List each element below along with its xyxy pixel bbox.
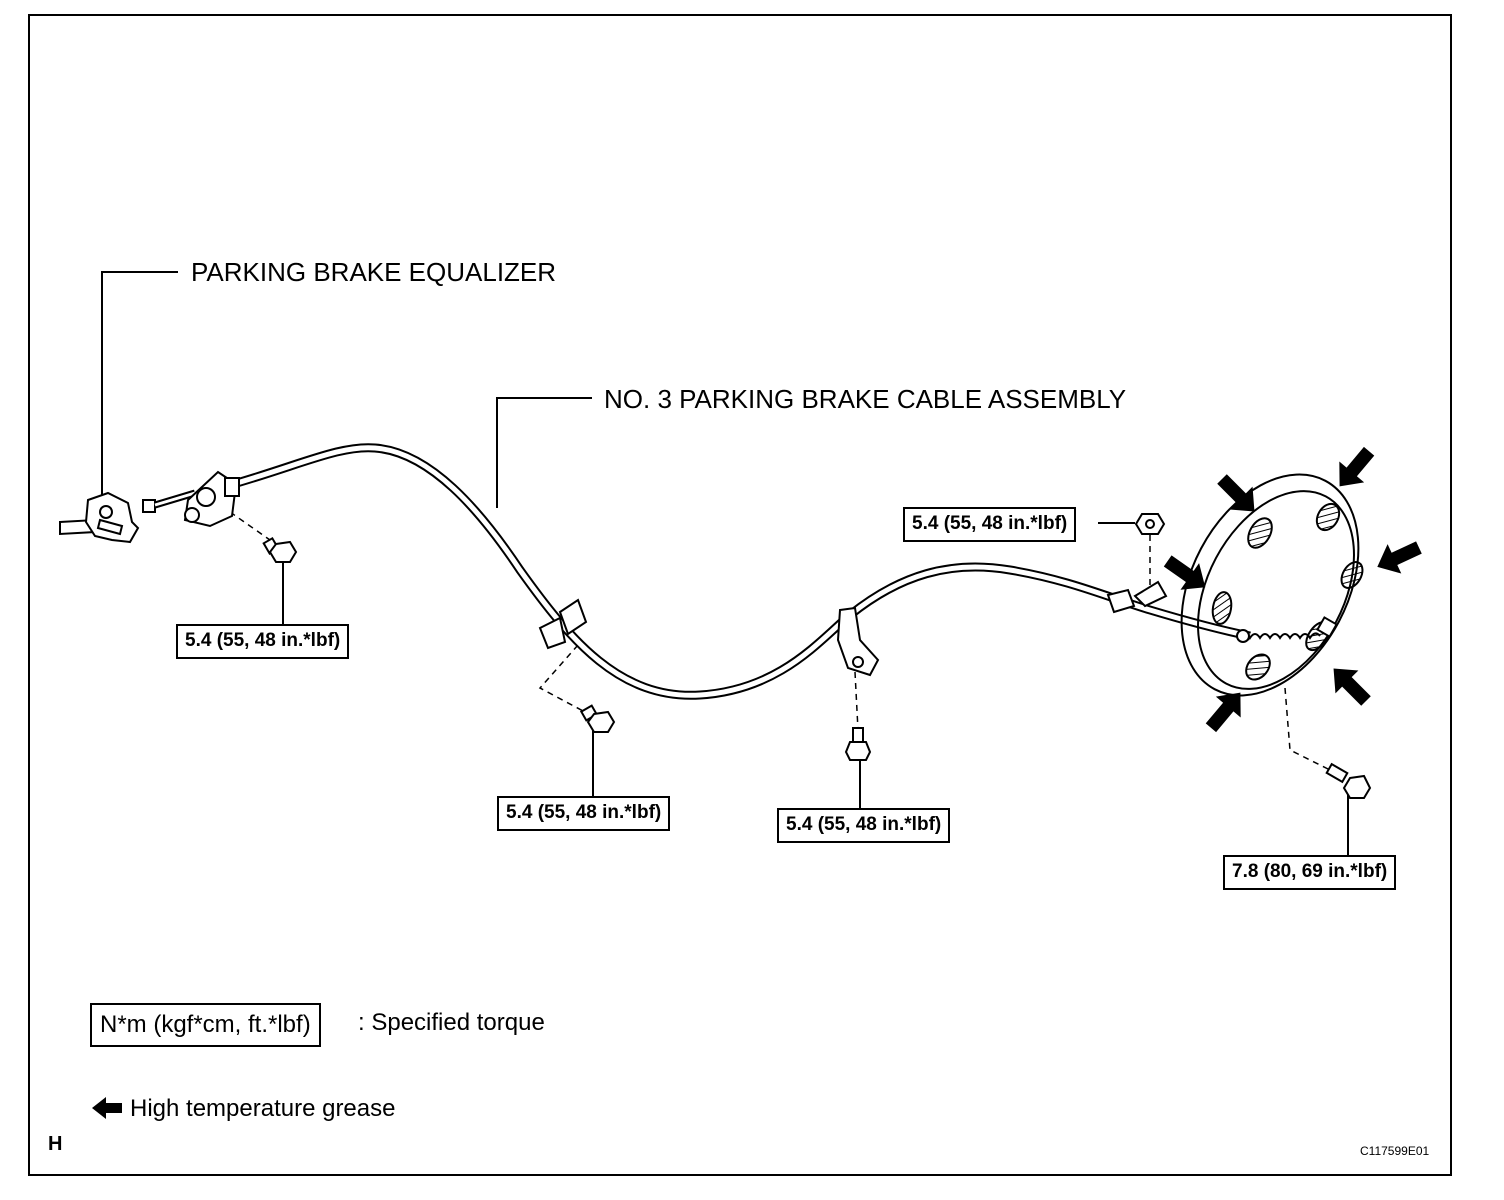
grease-arrows bbox=[1163, 446, 1422, 733]
equalizer-label: PARKING BRAKE EQUALIZER bbox=[191, 257, 557, 287]
grease-point bbox=[1245, 653, 1271, 681]
arrow-icon bbox=[1163, 555, 1206, 590]
dashed-install-lines bbox=[229, 511, 1331, 771]
bolts bbox=[262, 513, 1372, 799]
mid-left-bolt bbox=[579, 704, 616, 733]
diagram-frame bbox=[28, 14, 1452, 1176]
arrow-icon bbox=[1377, 541, 1422, 574]
arrow-icon bbox=[1333, 668, 1371, 706]
equalizer-part bbox=[59, 491, 156, 544]
cable-end-bracket bbox=[183, 470, 240, 528]
grease-point bbox=[1315, 502, 1341, 532]
cable-label: NO. 3 PARKING BRAKE CABLE ASSEMBLY bbox=[604, 384, 1127, 414]
grease-point bbox=[1247, 517, 1273, 549]
left-bolt bbox=[262, 536, 298, 563]
legend-arrow-left-icon bbox=[92, 1097, 122, 1119]
return-spring bbox=[1239, 632, 1321, 640]
torque-box-plate-bolt: 7.8 (80, 69 in.*lbf) bbox=[1223, 855, 1397, 890]
torque-unit-legend-box: N*m (kgf*cm, ft.*lbf) bbox=[90, 1003, 321, 1048]
top-nut bbox=[1134, 513, 1166, 535]
torque-box-mid-left-bolt: 5.4 (55, 48 in.*lbf) bbox=[497, 796, 671, 831]
torque-box-top-nut: 5.4 (55, 48 in.*lbf) bbox=[903, 507, 1077, 542]
arrow-icon bbox=[1217, 474, 1255, 512]
cable-clamps bbox=[538, 580, 1168, 677]
arrow-icon bbox=[1205, 692, 1241, 733]
torque-unit-legend-text: : Specified torque bbox=[358, 1009, 545, 1036]
corner-letter: H bbox=[48, 1133, 63, 1155]
torque-box-mid-right-bolt: 5.4 (55, 48 in.*lbf) bbox=[777, 808, 951, 843]
torque-box-left-bolt: 5.4 (55, 48 in.*lbf) bbox=[176, 624, 350, 659]
leader-lines bbox=[101, 271, 1349, 855]
cable-leader bbox=[496, 397, 592, 508]
arrow-icon bbox=[1339, 446, 1375, 487]
grease-legend-text: High temperature grease bbox=[130, 1095, 396, 1122]
figure-code: C117599E01 bbox=[1360, 1144, 1430, 1158]
mid-right-bolt bbox=[844, 727, 872, 761]
plate-bolt bbox=[1325, 762, 1372, 799]
backing-plate bbox=[1180, 473, 1364, 697]
equalizer-leader bbox=[101, 271, 178, 505]
grease-point bbox=[1211, 591, 1233, 625]
grease-point bbox=[1340, 561, 1364, 589]
